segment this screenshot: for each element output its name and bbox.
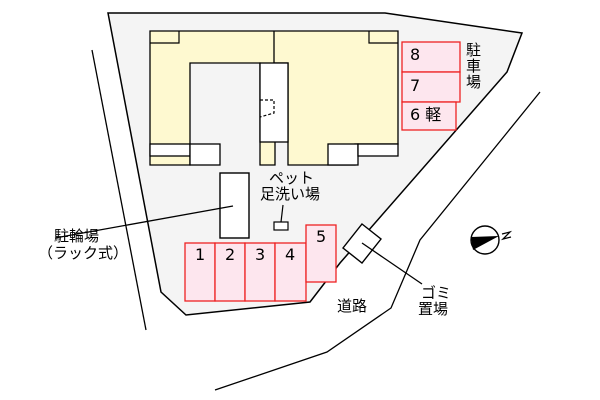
parking-bottom bbox=[184, 224, 337, 302]
north-compass bbox=[470, 225, 513, 255]
bicycle-parking-sublabel: （ラック式） bbox=[38, 244, 129, 262]
pet-wash-sublabel: 足洗い場 bbox=[260, 185, 321, 203]
balcony-left-outer bbox=[149, 143, 191, 157]
parking-label-1: 1 bbox=[195, 245, 206, 264]
bicycle-leader-line bbox=[54, 205, 234, 239]
north-n-icon bbox=[500, 230, 513, 241]
apartment-building bbox=[149, 30, 399, 166]
balcony-left-inner bbox=[189, 143, 221, 166]
garbage-leader-line bbox=[361, 242, 423, 285]
parking-space-1[interactable] bbox=[184, 242, 216, 302]
pet-wash-label: ペット bbox=[269, 169, 315, 187]
road-label: 道路 bbox=[337, 297, 368, 315]
parking-label-3: 3 bbox=[255, 245, 266, 264]
balcony-right-outer bbox=[357, 143, 399, 157]
bicycle-parking-label: 駐輪場 bbox=[54, 227, 100, 245]
parking-space-5[interactable] bbox=[305, 224, 337, 283]
pet-wash-station bbox=[273, 221, 289, 231]
parking-label-7: 7 bbox=[410, 76, 421, 95]
bicycle-rack bbox=[219, 172, 250, 239]
balcony-right-inner bbox=[327, 143, 359, 166]
parking-right bbox=[401, 41, 461, 131]
pet-wash-leader-line bbox=[280, 204, 284, 223]
parking-label-8: 8 bbox=[410, 45, 421, 64]
garbage-sublabel: 置場 bbox=[418, 300, 449, 318]
parking-label-2: 2 bbox=[225, 245, 236, 264]
garbage-label: ゴミ bbox=[421, 284, 452, 302]
compass-needle-icon bbox=[471, 236, 499, 250]
parking-space-2[interactable] bbox=[214, 242, 246, 302]
parking-space-3[interactable] bbox=[244, 242, 276, 302]
meter-box-dashed bbox=[259, 99, 275, 118]
parking-label-5: 5 bbox=[316, 227, 327, 246]
parking-lot-label: 駐車場 bbox=[464, 42, 482, 90]
parking-label-6: 6 軽 bbox=[410, 105, 442, 124]
road-edge-right bbox=[214, 91, 541, 391]
parking-label-4: 4 bbox=[285, 245, 296, 264]
parking-space-4[interactable] bbox=[274, 242, 307, 302]
stairwell bbox=[259, 62, 289, 143]
parking-space-6[interactable] bbox=[401, 101, 457, 131]
road-edge-left bbox=[91, 49, 147, 331]
